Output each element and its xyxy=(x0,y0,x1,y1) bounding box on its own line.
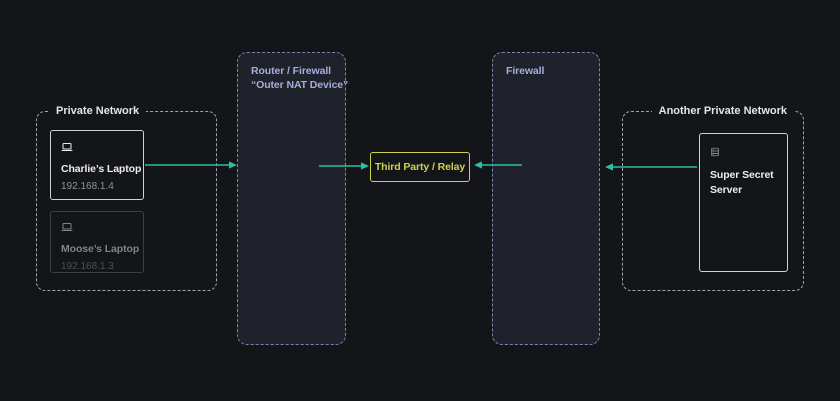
private-network-group: Private Network xyxy=(36,104,217,291)
outer-nat-label-line2: “Outer NAT Device” xyxy=(251,79,349,91)
super-secret-server-name: Super Secret Server xyxy=(710,169,774,196)
super-secret-server-card: Super Secret Server xyxy=(699,133,788,272)
server-icon xyxy=(710,144,779,162)
arrow-charlie-to-router xyxy=(145,159,237,171)
moose-laptop-card: Moose’s Laptop 192.168.1.3 xyxy=(50,211,144,273)
firewall-label: Firewall xyxy=(506,65,545,77)
another-private-network-group: Another Private Network xyxy=(622,104,804,291)
outer-nat-device-box: Router / Firewall “Outer NAT Device” xyxy=(237,52,349,345)
arrow-server-to-firewall xyxy=(605,161,697,173)
private-network-label: Private Network xyxy=(49,104,147,119)
firewall-box: Firewall xyxy=(492,52,600,345)
moose-laptop-ip: 192.168.1.3 xyxy=(61,261,114,272)
laptop-icon xyxy=(61,220,134,238)
another-private-network-label: Another Private Network xyxy=(651,104,794,119)
third-party-relay-label: Third Party / Relay xyxy=(374,161,466,173)
arrow-firewall-to-relay xyxy=(474,159,522,171)
outer-nat-label-line1: Router / Firewall xyxy=(251,65,331,77)
third-party-relay-box: Third Party / Relay xyxy=(370,152,470,182)
moose-laptop-name: Moose’s Laptop xyxy=(61,243,140,255)
charlie-laptop-name: Charlie’s Laptop xyxy=(61,163,142,175)
charlie-laptop-card: Charlie’s Laptop 192.168.1.4 xyxy=(50,130,144,200)
charlie-laptop-ip: 192.168.1.4 xyxy=(61,181,114,192)
arrow-router-to-relay xyxy=(319,160,369,172)
laptop-icon xyxy=(61,140,134,158)
